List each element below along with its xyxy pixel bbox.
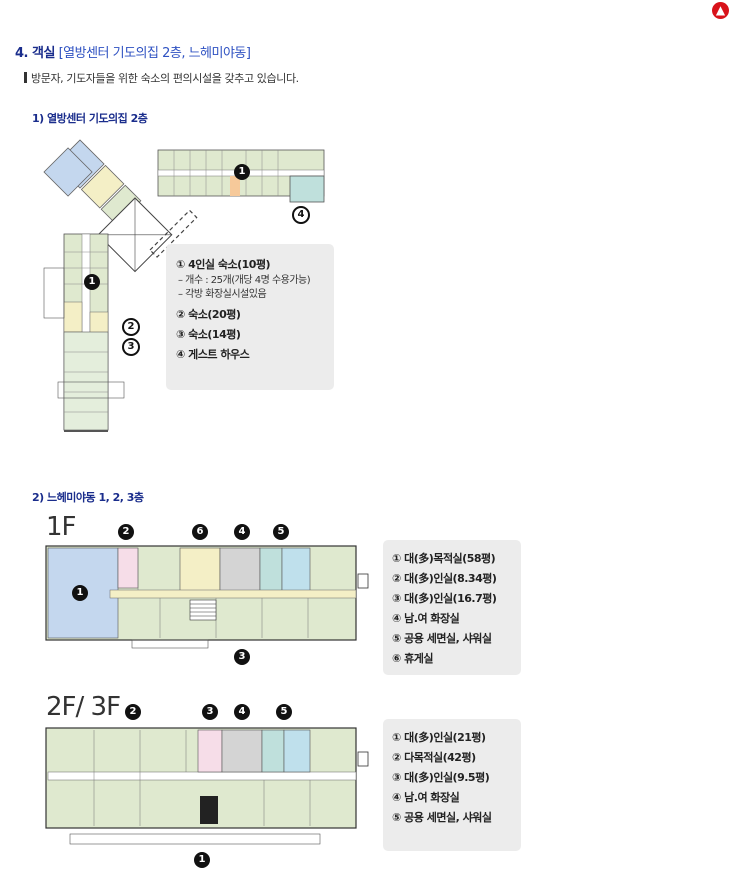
section1-title: 1) 열방센터 기도의집 2층	[32, 112, 148, 125]
legend-item: ① 대(多)인실(21평)	[392, 731, 486, 744]
floor2-label: 2F/ 3F	[46, 692, 121, 722]
prayer-house-floorplan	[43, 139, 325, 432]
legend-item: ① 대(多)목적실(58평)	[392, 552, 496, 565]
f1-marker-4: 4	[234, 524, 250, 540]
bullet-bar	[24, 72, 27, 83]
legend-item: ⑤ 공용 세면실, 샤워실	[392, 811, 492, 824]
marker-4: 4	[292, 206, 310, 224]
legend-item: ④ 게스트 하우스	[176, 348, 250, 361]
f1-marker-3: 3	[234, 649, 250, 665]
floor2-legend: ① 대(多)인실(21평) ② 다목적실(42평) ③ 대(多)인실(9.5평)…	[383, 719, 521, 851]
f2-marker-4: 4	[234, 704, 250, 720]
marker-1-left: 1	[84, 274, 100, 290]
floor1-plan	[45, 545, 369, 649]
scroll-top-button[interactable]: ▲	[712, 2, 729, 19]
section-heading: 4. 객실 [열방센터 기도의집 2층, 느헤미야동]	[15, 42, 251, 61]
floor1-label: 1F	[46, 512, 76, 542]
floor2-plan	[45, 727, 369, 845]
marker-1-top: 1	[234, 164, 250, 180]
legend-item: ② 다목적실(42평)	[392, 751, 476, 764]
legend-item: ③ 대(多)인실(16.7평)	[392, 592, 497, 605]
section1-legend: ① 4인실 숙소(10평) – 개수 : 25개(개당 4명 수용가능) – 각…	[166, 244, 334, 390]
heading-number: 4. 객실	[15, 46, 55, 61]
legend-item: ③ 숙소(14평)	[176, 328, 241, 341]
legend-item: ④ 남.여 화장실	[392, 612, 460, 625]
legend-item: ③ 대(多)인실(9.5평)	[392, 771, 490, 784]
f2-marker-3: 3	[202, 704, 218, 720]
legend-sub: – 각방 화장실시설있음	[178, 289, 267, 300]
section2-title: 2) 느헤미야동 1, 2, 3층	[32, 491, 144, 504]
legend-item: ① 4인실 숙소(10평)	[176, 258, 271, 271]
legend-item: ② 숙소(20평)	[176, 308, 241, 321]
legend-item: ⑥ 휴게실	[392, 652, 434, 665]
f1-marker-1: 1	[72, 585, 88, 601]
section-description: 방문자, 기도자들을 위한 숙소의 편의시설을 갖추고 있습니다.	[31, 72, 299, 85]
legend-sub: – 개수 : 25개(개당 4명 수용가능)	[178, 275, 311, 286]
f2-marker-1: 1	[194, 852, 210, 868]
legend-item: ④ 남.여 화장실	[392, 791, 460, 804]
f1-marker-5: 5	[273, 524, 289, 540]
f2-marker-5: 5	[276, 704, 292, 720]
f1-marker-2: 2	[118, 524, 134, 540]
arrow-up-icon: ▲	[715, 3, 726, 17]
marker-2: 2	[122, 318, 140, 336]
legend-item: ② 대(多)인실(8.34평)	[392, 572, 497, 585]
f2-marker-2: 2	[125, 704, 141, 720]
marker-3: 3	[122, 338, 140, 356]
floor1-legend: ① 대(多)목적실(58평) ② 대(多)인실(8.34평) ③ 대(多)인실(…	[383, 540, 521, 675]
legend-item: ⑤ 공용 세면실, 샤워실	[392, 632, 492, 645]
f1-marker-6: 6	[192, 524, 208, 540]
heading-subtitle: [열방센터 기도의집 2층, 느헤미야동]	[58, 46, 251, 61]
